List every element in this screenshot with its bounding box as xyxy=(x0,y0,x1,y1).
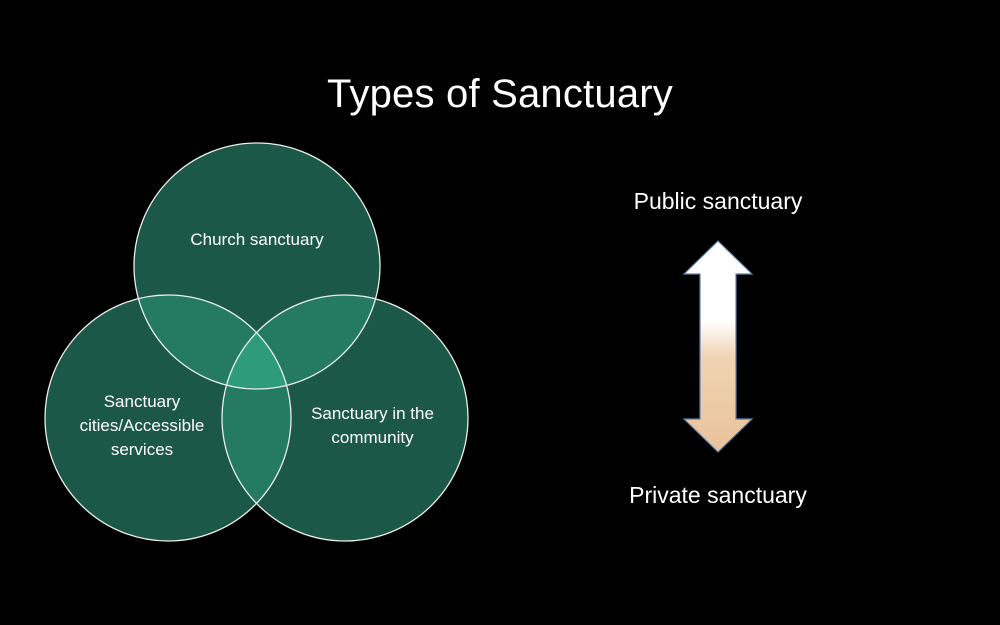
venn-label-cities: Sanctuary cities/Accessible services xyxy=(79,392,205,459)
venn-label-church: Church sanctuary xyxy=(190,230,324,249)
venn-outline-church xyxy=(133,142,381,390)
venn-outline-community xyxy=(221,294,469,542)
scale-label-private: Private sanctuary xyxy=(629,482,807,508)
venn-outline-cities xyxy=(44,294,292,542)
scale-label-public: Public sanctuary xyxy=(633,188,803,214)
venn-overlap-church-cities xyxy=(134,295,291,389)
slide-title: Types of Sanctuary xyxy=(326,72,673,116)
venn-overlap-church-community xyxy=(222,295,380,389)
venn-label-community: Sanctuary in the community xyxy=(311,404,434,447)
double-arrow-shape xyxy=(682,240,754,453)
